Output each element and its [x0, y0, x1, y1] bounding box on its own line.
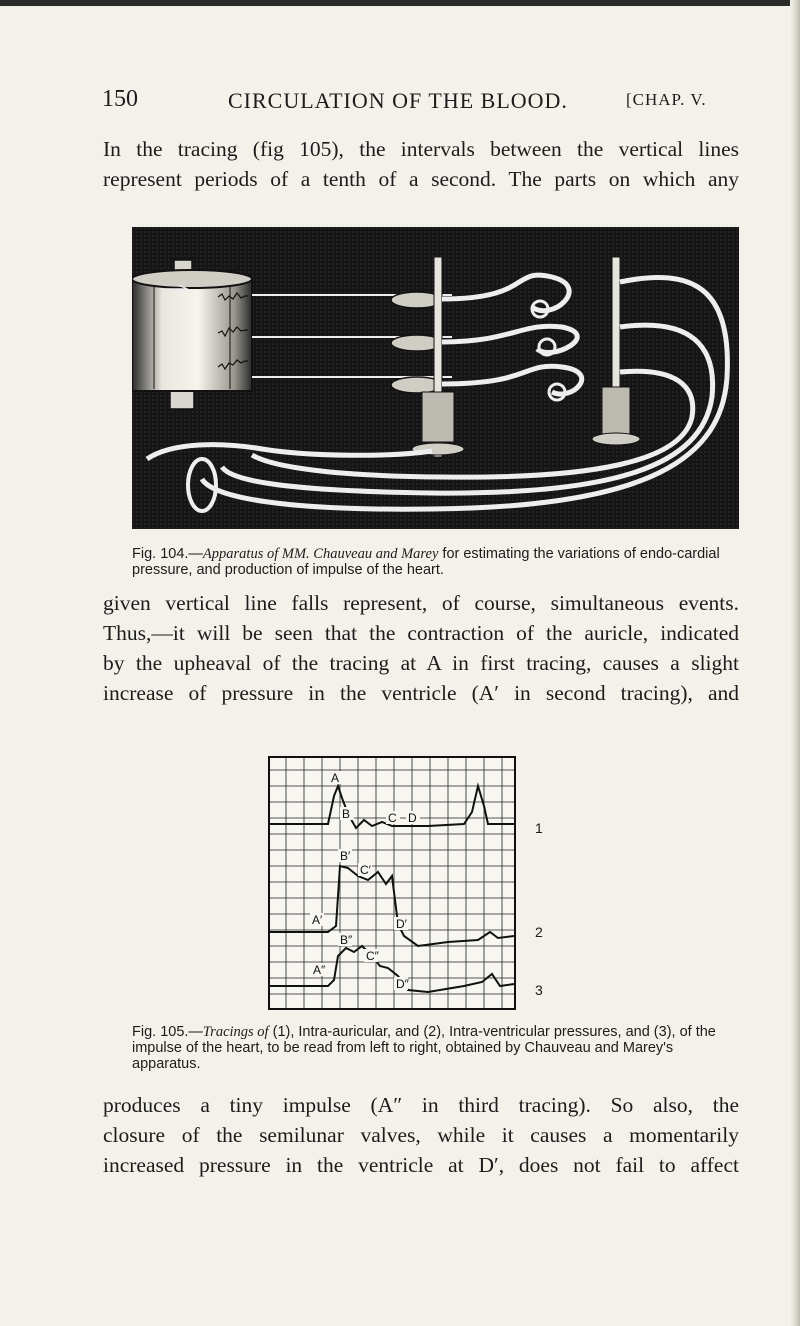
chapter-label: [CHAP. V.	[626, 90, 707, 109]
trace-label-background	[386, 811, 400, 824]
trace-label-background	[338, 933, 352, 946]
trace-label: D	[408, 811, 417, 825]
trace-label-background	[338, 849, 352, 862]
trace-label: D′	[396, 917, 408, 931]
figure-104-apparatus-illustration	[132, 227, 739, 529]
text-line: by the upheaval of the tracing at A in f…	[103, 651, 739, 675]
text-line: In the tracing (fig 105), the intervals …	[103, 137, 739, 161]
page-number: 150	[102, 86, 138, 112]
trace-label: A′	[312, 913, 323, 927]
running-title: CIRCULATION OF THE BLOOD.	[228, 88, 568, 113]
caption-rest: (1), Intra-auricular, and (2), Intra-ven…	[132, 1024, 716, 1072]
trace-label-background	[329, 771, 343, 784]
trace-number-2: 2	[535, 924, 543, 940]
figure-104-caption: Fig. 104.—Apparatus of MM. Chauveau and …	[132, 546, 739, 578]
trace-label-background	[394, 977, 408, 990]
caption-label: Fig. 104.—	[132, 546, 203, 562]
text-line: represent periods of a tenth of a second…	[103, 167, 739, 191]
text-line: increase of pressure in the ventricle (A…	[103, 681, 739, 705]
trace-number-1: 1	[535, 820, 543, 836]
trace-label-background	[394, 917, 408, 930]
trace-label-background	[311, 963, 325, 976]
trace-label: A	[331, 771, 339, 785]
trace-label: D″	[396, 977, 410, 991]
trace-label-background	[310, 913, 324, 926]
trace-label: B	[342, 807, 350, 821]
page-top-rule	[0, 0, 800, 6]
trace-label: B′	[340, 849, 351, 863]
paragraph-middle: given vertical line falls represent, of …	[103, 588, 739, 708]
trace-label-background	[358, 863, 372, 876]
text-line: closure of the semilunar valves, while i…	[103, 1123, 739, 1147]
caption-rest: for estimating the variations of endo-ca…	[132, 546, 720, 578]
trace-label: C	[388, 811, 397, 825]
text-line: Thus,—it will be seen that the contracti…	[103, 621, 739, 645]
text-line: given vertical line falls represent, of …	[103, 591, 739, 615]
caption-italic: Tracings of	[202, 1024, 269, 1040]
page-header: 150 CIRCULATION OF THE BLOOD. [CHAP. V.	[0, 84, 800, 124]
figure-105-caption: Fig. 105.—Tracings of (1), Intra-auricul…	[132, 1024, 739, 1072]
trace-label: C″	[366, 949, 380, 963]
trace-label: B″	[340, 933, 353, 947]
trace-label: C′	[360, 863, 372, 877]
page-edge-shadow	[790, 0, 800, 1326]
trace-number-3: 3	[535, 982, 543, 998]
paragraph-bottom: produces a tiny impulse (A″ in third tra…	[103, 1090, 739, 1180]
trace-label: A″	[313, 963, 326, 977]
trace-label-background	[406, 811, 420, 824]
trace-label-background	[340, 807, 354, 820]
caption-italic: Apparatus of MM. Chauveau and Marey	[202, 546, 439, 562]
paragraph-top: In the tracing (fig 105), the intervals …	[103, 134, 739, 194]
trace-label-background	[364, 949, 378, 962]
caption-label: Fig. 105.—	[132, 1024, 203, 1040]
text-line: increased pressure in the ventricle at D…	[103, 1153, 739, 1177]
text-line: produces a tiny impulse (A″ in third tra…	[103, 1093, 739, 1117]
